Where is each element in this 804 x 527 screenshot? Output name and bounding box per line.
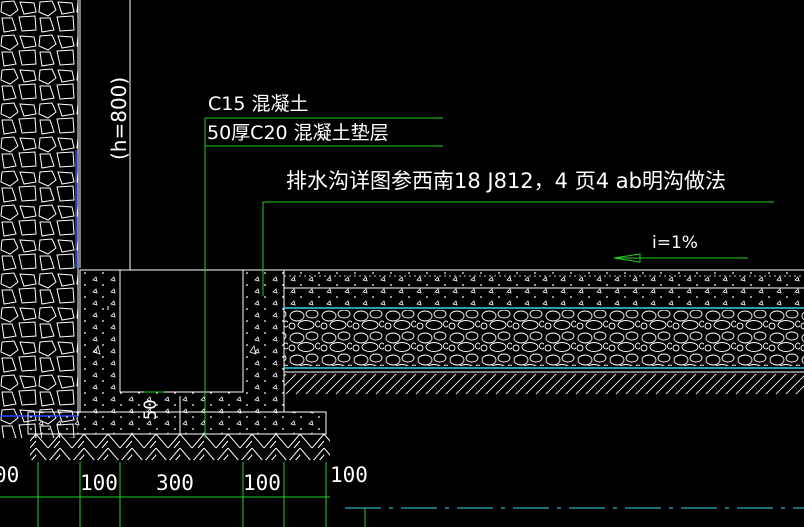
dim-300: 300: [156, 471, 194, 495]
stone-wall: [0, 0, 81, 438]
dim-00: 00: [0, 463, 19, 487]
drain-reference-label: 排水沟详图参西南18 J812，4 页4 ab明沟做法: [286, 169, 726, 193]
thickness-dimension: 50: [141, 391, 164, 420]
height-dimension: (h=800): [107, 0, 158, 272]
dim-100-a: 100: [80, 471, 118, 495]
dim-50-label: 50: [141, 400, 161, 420]
ground-hatch: [30, 434, 330, 460]
wall-height-label: (h=800): [107, 77, 131, 160]
leader-lines: [204, 117, 774, 438]
dim-100-c: 100: [330, 463, 368, 487]
dim-100-b: 100: [243, 471, 281, 495]
concrete-channel: [79, 269, 285, 413]
c15-concrete-label: C15 混凝土: [208, 93, 308, 115]
axis-line: [345, 507, 804, 527]
c20-layer-label: 50厚C20 混凝土垫层: [207, 122, 389, 144]
slope-label: i=1%: [652, 233, 698, 253]
pavement-layers: [284, 269, 804, 394]
bottom-dimensions: 00 100 300 100 100: [0, 462, 368, 527]
